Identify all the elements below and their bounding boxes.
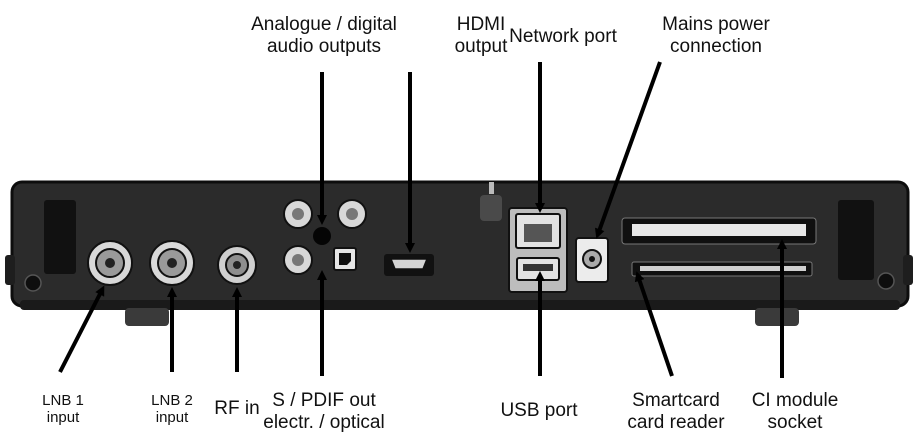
lnb2-connector — [149, 240, 195, 286]
arrow-smartcard — [634, 271, 674, 377]
arrow-mains — [594, 61, 662, 239]
optical-spdif-port — [333, 247, 357, 271]
label-rf-in: RF in — [214, 398, 260, 419]
label-lnb1: LNB 1 input — [42, 392, 84, 427]
label-ci-module: CI module socket — [751, 390, 839, 433]
ci-module-slot — [621, 217, 817, 245]
label-analogue-digital: Analogue / digital audio outputs — [251, 14, 397, 57]
lnb1-connector — [87, 240, 133, 286]
label-spdif: S / PDIF out electr. / optical — [263, 390, 385, 433]
network-usb-block — [508, 207, 568, 293]
smartcard-slot — [631, 261, 813, 277]
label-network: Network port — [509, 26, 617, 47]
receiver-chassis — [5, 180, 913, 326]
arrow-lnb1 — [58, 285, 105, 373]
label-lnb2: LNB 2 input — [151, 392, 193, 427]
label-hdmi: HDMI output — [454, 14, 508, 57]
label-usb: USB port — [500, 400, 578, 421]
label-mains: Mains power connection — [662, 14, 770, 57]
callout-arrows — [58, 61, 787, 378]
rca-audio-outputs — [283, 199, 367, 275]
mains-power-jack — [575, 237, 609, 283]
rf-in-connector — [217, 245, 257, 285]
hdmi-port — [384, 254, 434, 276]
label-smartcard: Smartcard card reader — [627, 390, 725, 433]
